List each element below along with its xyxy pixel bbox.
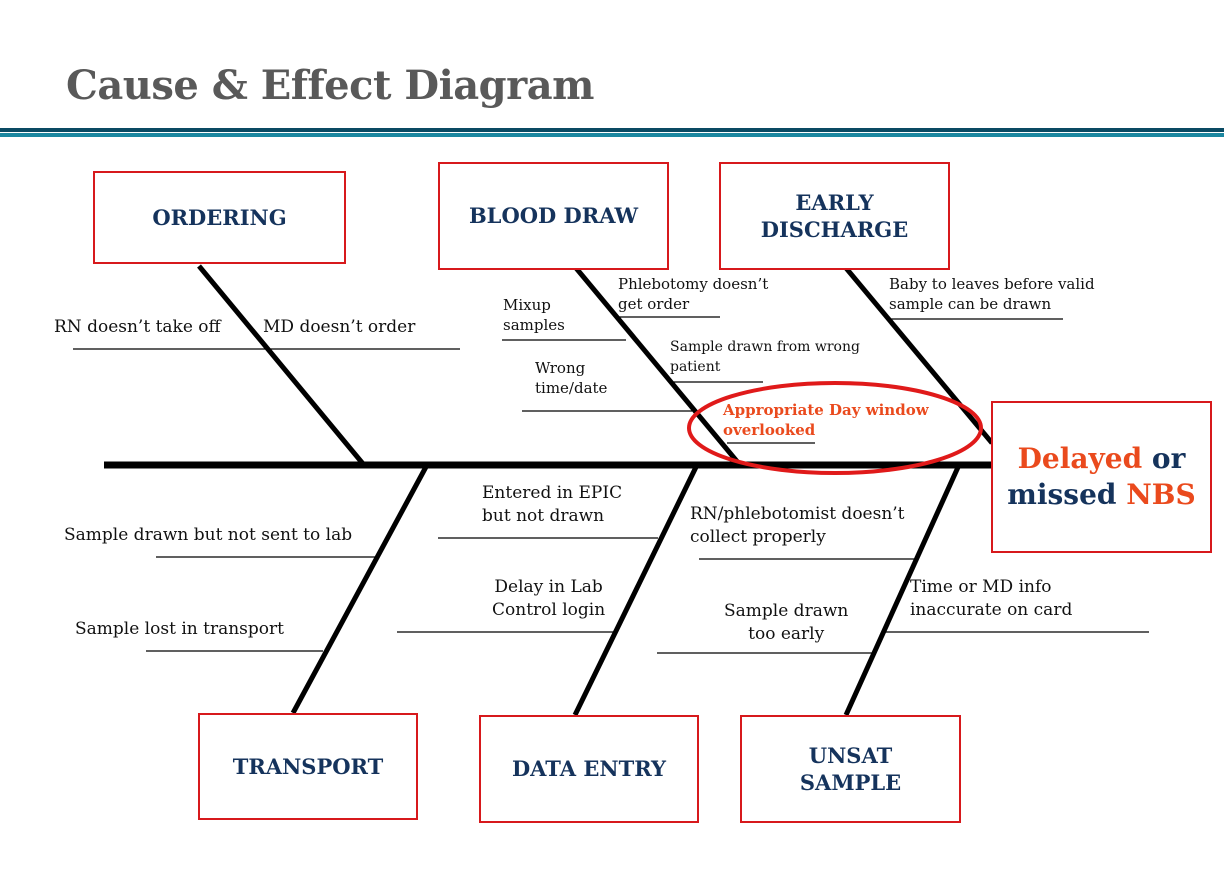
cause-drawn-too-early: Sample drawn too early: [724, 600, 848, 646]
cause-line: overlooked: [723, 421, 816, 440]
category-label: ORDERING: [152, 204, 287, 230]
cause-collect-improperly: RN/phlebotomist doesn’t collect properly: [690, 503, 905, 549]
effect-missed: missed: [1007, 478, 1117, 511]
bone-unsat-sample: [843, 463, 962, 717]
category-transport: TRANSPORT: [198, 713, 418, 820]
bone-blood-draw: [574, 266, 742, 467]
bone-data-entry: [572, 463, 700, 717]
cause-info-inaccurate: Time or MD info inaccurate on card: [910, 576, 1072, 622]
cause-line: Wrong: [535, 359, 586, 377]
cause-line: Time or MD info: [910, 577, 1052, 597]
cause-line: inaccurate on card: [910, 599, 1073, 620]
category-label: DATA ENTRY: [511, 756, 667, 782]
cause-line: time/date: [535, 379, 608, 398]
cause-line: Appropriate Day window: [723, 401, 929, 419]
cause-delay-lab-login: Delay in Lab Control login: [492, 576, 605, 622]
cause-lost-in-transport: Sample lost in transport: [75, 619, 284, 639]
cause-mixup-samples: Mixup samples: [503, 295, 565, 336]
cause-line: Control login: [492, 599, 606, 620]
cause-line: Mixup: [503, 296, 551, 314]
effect-box: Delayed or missed NBS: [991, 401, 1212, 553]
cause-line: sample can be drawn: [889, 295, 1052, 314]
category-early-discharge: EARLY DISCHARGE: [719, 162, 950, 270]
category-ordering: ORDERING: [93, 171, 346, 264]
cause-line: Delay in Lab: [494, 577, 603, 597]
cause-line: samples: [503, 316, 565, 335]
cause-wrong-time-date: Wrong time/date: [535, 358, 607, 399]
cause-line: Phlebotomy doesn’t: [618, 275, 769, 293]
bone-early-discharge: [844, 266, 994, 445]
effect-nbs: NBS: [1116, 478, 1196, 511]
page-title: Cause & Effect Diagram: [66, 62, 594, 109]
cause-line: but not drawn: [482, 505, 605, 526]
effect-delayed: Delayed: [1017, 441, 1143, 475]
category-blood-draw: BLOOD DRAW: [438, 162, 669, 270]
cause-epic-not-drawn: Entered in EPIC but not drawn: [482, 482, 622, 528]
cause-line: collect properly: [690, 526, 826, 547]
cause-line: Baby to leaves before valid: [889, 275, 1095, 293]
cause-baby-leaves-early: Baby to leaves before valid sample can b…: [889, 274, 1095, 315]
category-label-line2: SAMPLE: [799, 770, 902, 795]
bone-ordering: [197, 264, 366, 467]
bone-transport: [290, 463, 430, 715]
category-label-line2: DISCHARGE: [760, 217, 909, 242]
cause-md-doesnt-order: MD doesn’t order: [263, 317, 416, 337]
category-data-entry: DATA ENTRY: [479, 715, 699, 823]
cause-line: Sample drawn from wrong: [670, 339, 860, 355]
cause-line: RN/phlebotomist doesn’t: [690, 504, 905, 524]
category-label-line1: UNSAT: [808, 742, 893, 768]
category-unsat-sample: UNSAT SAMPLE: [740, 715, 961, 823]
cause-line: Sample drawn: [724, 601, 849, 621]
highlight-ellipse: [687, 381, 983, 475]
category-label-line1: EARLY: [795, 189, 874, 215]
cause-line: too early: [748, 623, 825, 644]
cause-line: get order: [618, 295, 690, 314]
title-rule-light: [0, 133, 1224, 137]
cause-line: Entered in EPIC: [482, 483, 623, 503]
category-label: BLOOD DRAW: [468, 203, 639, 229]
title-rule-dark: [0, 128, 1224, 132]
cause-day-window-overlooked: Appropriate Day window overlooked: [723, 400, 929, 441]
cause-not-sent-to-lab: Sample drawn but not sent to lab: [64, 525, 353, 545]
cause-wrong-patient: Sample drawn from wrong patient: [670, 337, 860, 378]
effect-or: or: [1142, 441, 1186, 475]
cause-line: patient: [670, 359, 721, 376]
category-label: TRANSPORT: [232, 753, 384, 779]
cause-rn-doesnt-take-off: RN doesn’t take off: [54, 317, 221, 337]
cause-phlebotomy-no-order: Phlebotomy doesn’t get order: [618, 274, 768, 315]
